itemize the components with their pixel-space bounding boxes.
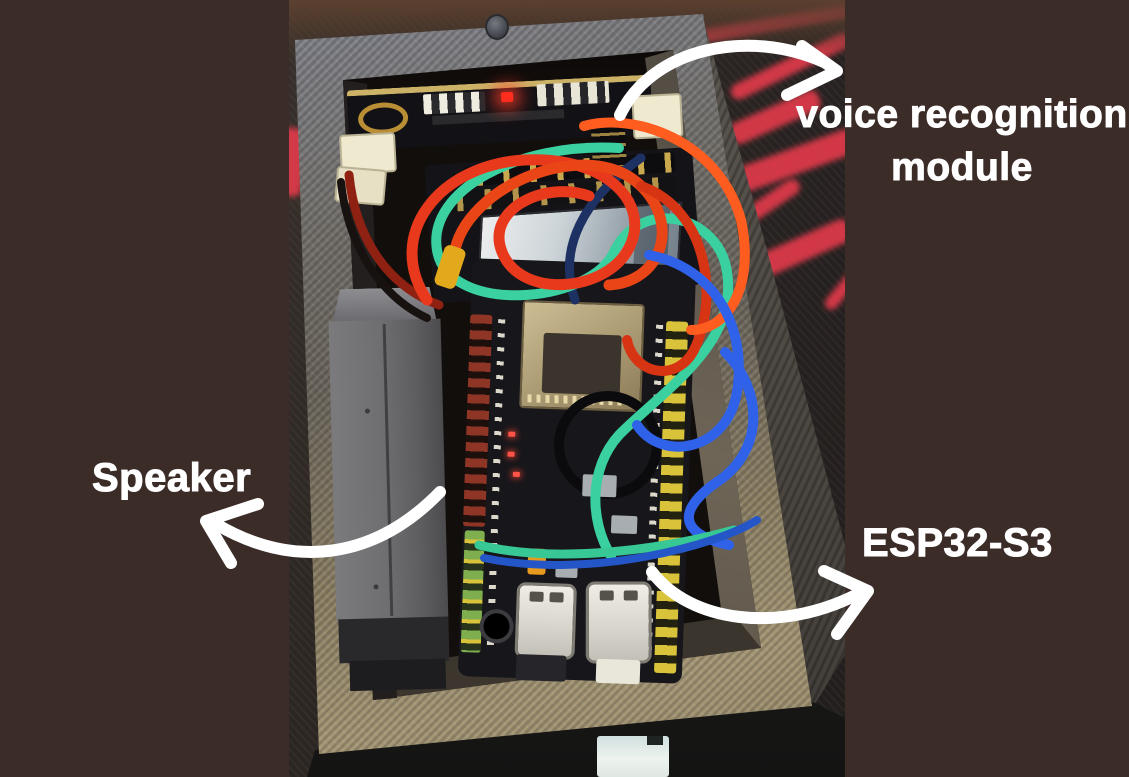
dip-switch <box>422 91 486 115</box>
dark-component <box>515 654 567 682</box>
speaker-block <box>328 287 453 696</box>
usb-c-port-left <box>514 581 578 661</box>
white-connector <box>595 658 641 685</box>
voice-module-label-line2: module <box>891 146 1033 190</box>
board-led <box>508 431 516 437</box>
voice-module-label-line1: voice recognition <box>796 93 1128 137</box>
board-led <box>507 451 515 457</box>
red-status-led <box>500 91 514 103</box>
screw <box>485 14 509 40</box>
speaker-arrowhead <box>200 498 264 569</box>
white-connector-left <box>334 165 388 206</box>
dip-switch <box>536 80 610 107</box>
ic-chip <box>610 515 638 535</box>
bottom-panel-connector <box>597 736 669 777</box>
usb-c-port-right <box>585 581 652 664</box>
esp32-chip <box>541 332 622 396</box>
speaker-label: Speaker <box>91 456 252 501</box>
pin-block <box>590 123 627 168</box>
voice-module-label: voice recognition module <box>792 88 1129 194</box>
speaker-top-face <box>332 287 437 324</box>
speaker-foot <box>349 658 447 692</box>
speaker-foot <box>338 616 450 664</box>
project-photo <box>289 0 845 777</box>
mounting-hole <box>478 608 515 644</box>
board-led <box>512 471 520 478</box>
speaker-screw-dot <box>373 584 379 590</box>
esp32-label: ESP32-S3 <box>862 521 1053 566</box>
white-connector-right <box>631 92 684 140</box>
ic-chip <box>555 561 578 579</box>
voice-recognition-board <box>334 63 684 206</box>
ic-chip <box>582 474 617 498</box>
esp32-s3-board <box>457 258 697 685</box>
orange-capacitor <box>527 548 547 575</box>
speaker-screw-dot <box>364 408 370 414</box>
